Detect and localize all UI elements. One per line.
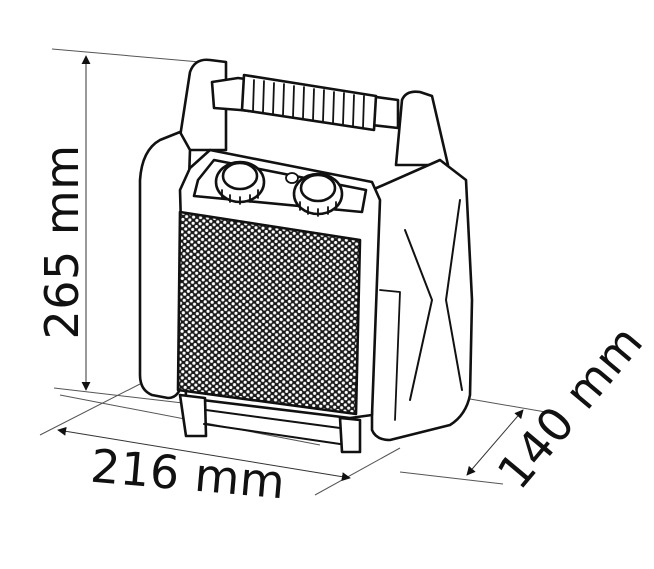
width-dimension — [39, 383, 401, 496]
foot-right — [338, 416, 362, 454]
height-dimension — [51, 48, 201, 406]
knob-right — [292, 172, 344, 217]
heater-body — [138, 58, 474, 454]
knob-left — [214, 160, 266, 205]
handle-grip-ribs — [252, 79, 365, 129]
indicator-light — [285, 172, 299, 184]
front-grille — [176, 210, 362, 416]
foot-left — [178, 393, 208, 438]
height-label: 265 mm — [35, 144, 89, 340]
